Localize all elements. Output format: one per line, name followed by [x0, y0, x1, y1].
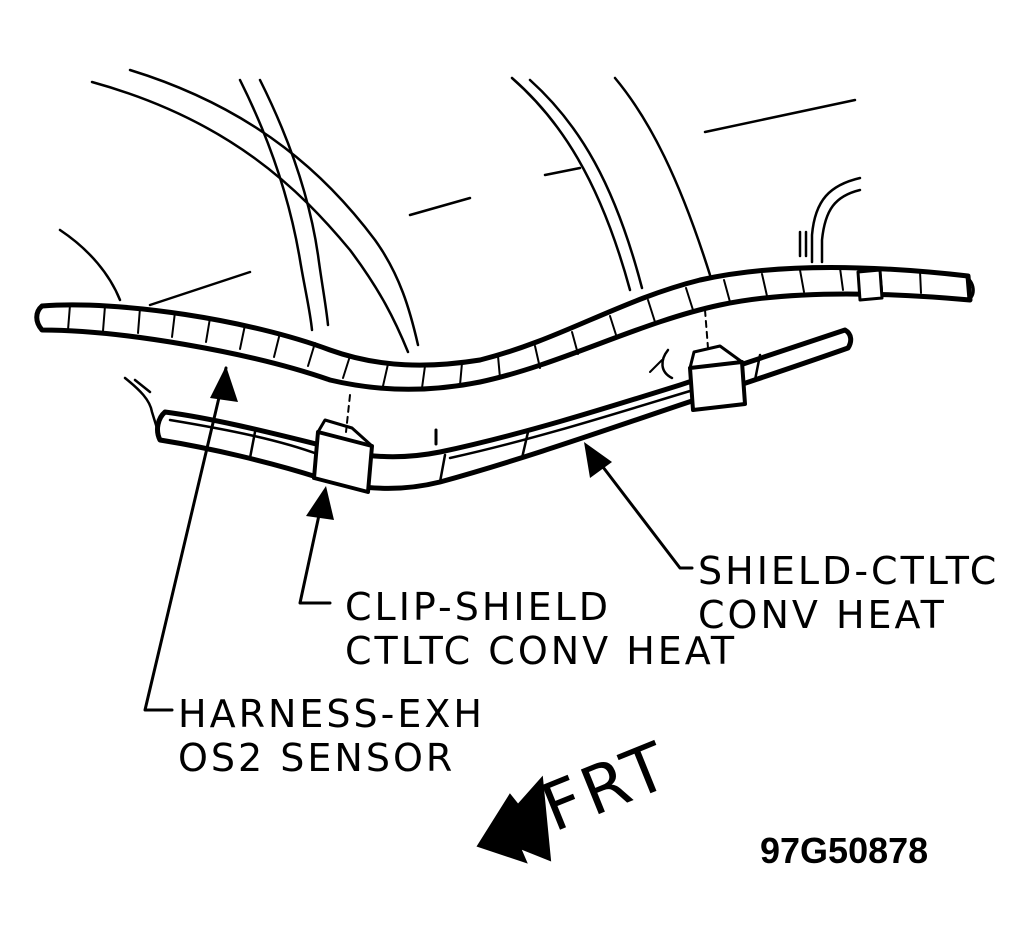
clip-shield-left [312, 394, 374, 494]
clip-shield-right [649, 309, 747, 412]
front-arrow-icon [476, 775, 552, 864]
leader-arrowheads [210, 366, 612, 520]
leader-lines [143, 366, 694, 712]
shield-label-line1: SHIELD-CTLTC [698, 549, 1000, 593]
clip-label-line1: CLIP-SHIELD [345, 585, 612, 629]
body-panel-lines [58, 68, 862, 354]
shield-label-line2: CONV HEAT [698, 593, 947, 637]
clip-label-line2: CTLTC CONV HEAT [345, 629, 738, 673]
harness-tube [34, 265, 975, 392]
harness-label-line1: HARNESS-EXH [178, 692, 485, 736]
harness-label-line2: OS2 SENSOR [178, 736, 456, 780]
figure-id: 97G50878 [760, 830, 929, 871]
